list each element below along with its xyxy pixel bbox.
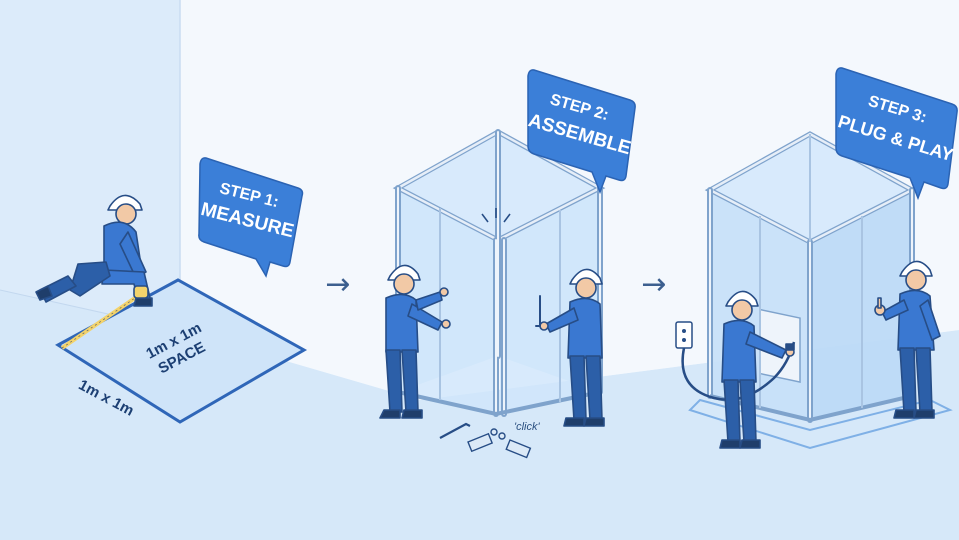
- worker-assembling-left: [379, 264, 451, 419]
- step-2-panel: 'click' STEP 2: ASSEMBLE: [379, 69, 636, 459]
- click-label: 'click': [514, 421, 540, 433]
- step-2-bubble: STEP 2: ASSEMBLE: [526, 69, 636, 195]
- loose-parts: [439, 422, 532, 459]
- wall-outlet: [675, 321, 693, 349]
- worker-thumbs-up: [874, 260, 941, 419]
- step-3-panel: STEP 3: PLUG & PLAY: [675, 67, 958, 450]
- step-1-panel: 1m x 1m SPACE 1m x 1m: [35, 157, 308, 424]
- step-1-bubble: STEP 1: MEASURE: [198, 157, 304, 278]
- arrow-step-2-to-3: →: [641, 267, 666, 302]
- step-3-bubble: STEP 3: PLUG & PLAY: [835, 67, 958, 201]
- worker-measuring: [35, 194, 153, 307]
- arrow-step-1-to-2: →: [325, 267, 350, 302]
- tape-measure-line: [60, 296, 137, 350]
- worker-assembling-right: [535, 268, 605, 427]
- booth-frame-assembling: [392, 129, 606, 417]
- worker-plugging: [719, 290, 795, 449]
